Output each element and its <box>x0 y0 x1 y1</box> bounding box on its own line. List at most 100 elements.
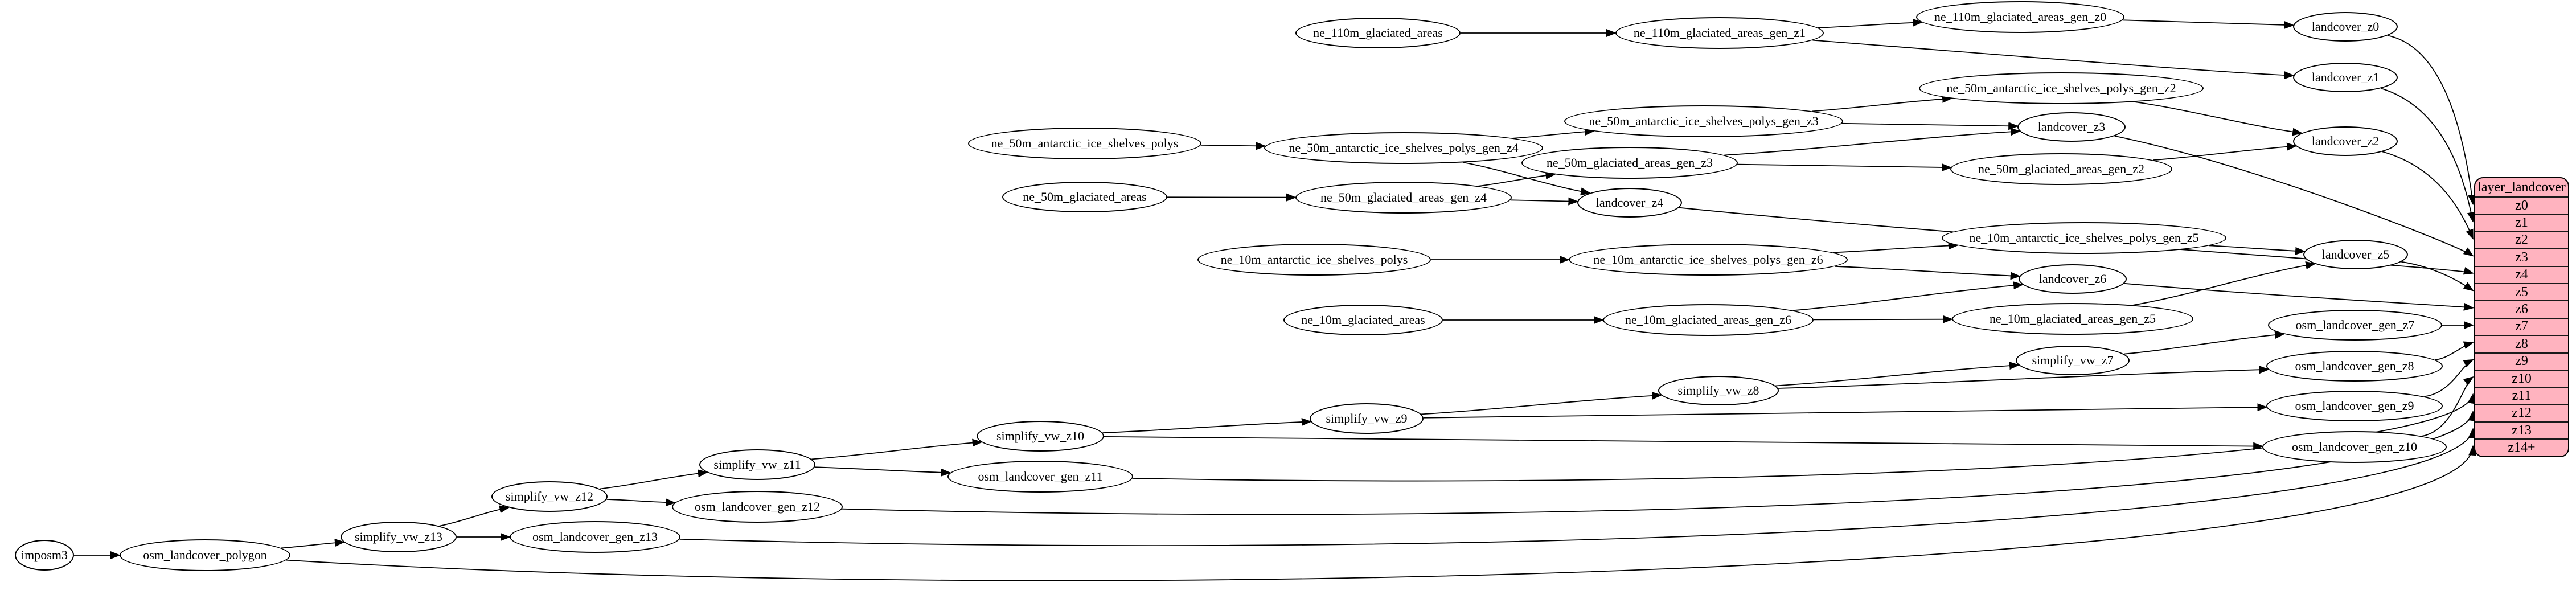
edge-simplify_vw_z11-to-simplify_vw_z10 <box>811 438 983 460</box>
table-row-z3: z3 <box>2475 248 2568 265</box>
node-landcover_z2: landcover_z2 <box>2293 126 2398 156</box>
edge-landcover_z6-to-layer_landcover-z6 <box>2124 282 2474 311</box>
edge-simplify_vw_z8-to-osm_landcover_gen_z8 <box>1778 366 2270 389</box>
edge-ne_50m_glaciated_areas_gen_z3-to-landcover_z3 <box>1724 128 2021 156</box>
edge-ne_50m_antarctic_ice_shelves_polys_gen_z4-to-landcover_z4 <box>1463 162 1591 196</box>
table-row-z12: z12 <box>2475 404 2568 421</box>
edge-ne_10m_antarctic_ice_shelves_polys_gen_z6-to-landcover_z6 <box>1835 265 2021 280</box>
edge-simplify_vw_z10-to-simplify_vw_z9 <box>1102 417 1312 433</box>
edge-simplify_vw_z8-to-simplify_vw_z7 <box>1775 362 2020 387</box>
edge-ne_110m_glaciated_areas_gen_z0-to-landcover_z0 <box>2122 19 2295 29</box>
edge-ne_50m_antarctic_ice_shelves_polys_gen_z3-to-ne_50m_antarctic_ice_shelves_polys_gen_z2 <box>1812 95 1953 112</box>
node-landcover_z1: landcover_z1 <box>2293 63 2398 92</box>
table-row-z2: z2 <box>2475 231 2568 248</box>
node-landcover_z6: landcover_z6 <box>2019 264 2127 294</box>
edge-ne_50m_antarctic_ice_shelves_polys-to-ne_50m_antarctic_ice_shelves_polys_gen_z4 <box>1200 142 1266 150</box>
node-osm_landcover_gen_z12: osm_landcover_gen_z12 <box>672 491 843 523</box>
node-ne_50m_antarctic_ice_shelves_polys_gen_z4: ne_50m_antarctic_ice_shelves_polys_gen_z… <box>1264 132 1543 164</box>
table-row-z8: z8 <box>2475 335 2568 352</box>
edge-ne_10m_glaciated_areas_gen_z5-to-landcover_z5 <box>2133 261 2316 306</box>
edge-simplify_vw_z13-to-simplify_vw_z12 <box>439 505 510 527</box>
edge-ne_110m_glaciated_areas_gen_z1-to-landcover_z1 <box>1812 39 2295 80</box>
node-simplify_vw_z10: simplify_vw_z10 <box>977 421 1104 452</box>
node-ne_10m_antarctic_ice_shelves_polys: ne_10m_antarctic_ice_shelves_polys <box>1197 244 1431 276</box>
edge-landcover_z4-to-layer_landcover-z4 <box>1679 207 2474 275</box>
edge-osm_landcover_polygon-to-simplify_vw_z13 <box>281 539 345 549</box>
edge-ne_10m_glaciated_areas_gen_z6-to-ne_10m_glaciated_areas_gen_z5 <box>1813 315 1954 323</box>
table-title: layer_landcover <box>2477 179 2566 195</box>
node-osm_landcover_gen_z11: osm_landcover_gen_z11 <box>947 461 1133 493</box>
table-row-z0: z0 <box>2475 196 2568 214</box>
node-landcover_z4: landcover_z4 <box>1577 188 1682 218</box>
table-row-z4: z4 <box>2475 265 2568 283</box>
edge-ne_50m_glaciated_areas_gen_z2-to-landcover_z2 <box>2152 142 2298 161</box>
node-simplify_vw_z13: simplify_vw_z13 <box>341 522 457 552</box>
table-row-z13: z13 <box>2475 421 2568 438</box>
edge-osm_landcover_gen_z13-to-layer_landcover-z13 <box>679 428 2476 546</box>
edge-ne_50m_glaciated_areas_gen_z4-to-landcover_z4 <box>1510 197 1579 206</box>
edge-simplify_vw_z12-to-simplify_vw_z11 <box>600 469 708 490</box>
node-ne_50m_antarctic_ice_shelves_polys_gen_z2: ne_50m_antarctic_ice_shelves_polys_gen_z… <box>1919 72 2204 104</box>
node-ne_50m_glaciated_areas_gen_z4: ne_50m_glaciated_areas_gen_z4 <box>1295 182 1512 214</box>
table-row-z10: z10 <box>2475 369 2568 387</box>
node-landcover_z5: landcover_z5 <box>2303 240 2408 269</box>
node-osm_landcover_gen_z7: osm_landcover_gen_z7 <box>2268 310 2442 341</box>
node-ne_10m_antarctic_ice_shelves_polys_gen_z5: ne_10m_antarctic_ice_shelves_polys_gen_z… <box>1942 222 2226 254</box>
node-landcover_z0: landcover_z0 <box>2293 12 2398 42</box>
node-osm_landcover_gen_z13: osm_landcover_gen_z13 <box>510 521 680 553</box>
edge-osm_landcover_gen_z10-to-layer_landcover-z10 <box>2422 376 2474 437</box>
edge-ne_110m_glaciated_areas_gen_z1-to-ne_110m_glaciated_areas_gen_z0 <box>1818 18 1923 28</box>
node-osm_landcover_gen_z10: osm_landcover_gen_z10 <box>2262 431 2447 463</box>
edge-ne_10m_antarctic_ice_shelves_polys_gen_z6-to-ne_10m_antarctic_ice_shelves_polys_gen_z5 <box>1832 241 1959 253</box>
node-simplify_vw_z7: simplify_vw_z7 <box>2016 346 2130 375</box>
node-simplify_vw_z9: simplify_vw_z9 <box>1310 403 1424 434</box>
table-row-z1: z1 <box>2475 214 2568 231</box>
edge-simplify_vw_z7-to-osm_landcover_gen_z7 <box>2124 331 2286 355</box>
edge-osm_landcover_polygon-to-layer_landcover-z14+ <box>286 445 2477 581</box>
edge-ne_50m_glaciated_areas_gen_z4-to-ne_50m_glaciated_areas_gen_z3 <box>1478 171 1556 187</box>
node-osm_landcover_gen_z9: osm_landcover_gen_z9 <box>2266 391 2443 421</box>
node-simplify_vw_z8: simplify_vw_z8 <box>1658 376 1779 405</box>
edge-simplify_vw_z11-to-osm_landcover_gen_z11 <box>814 466 951 477</box>
node-ne_50m_glaciated_areas: ne_50m_glaciated_areas <box>1002 182 1167 212</box>
edge-simplify_vw_z10-to-osm_landcover_gen_z10 <box>1104 436 2264 450</box>
edge-osm_landcover_gen_z9-to-layer_landcover-z9 <box>2424 359 2474 397</box>
edge-landcover_z5-to-layer_landcover-z5 <box>2401 261 2474 292</box>
table-row-z7: z7 <box>2475 317 2568 335</box>
node-osm_landcover_polygon: osm_landcover_polygon <box>120 539 290 571</box>
node-ne_10m_antarctic_ice_shelves_polys_gen_z6: ne_10m_antarctic_ice_shelves_polys_gen_z… <box>1569 244 1848 276</box>
edge-landcover_z3-to-layer_landcover-z3 <box>2114 135 2474 257</box>
edge-ne_10m_antarctic_ice_shelves_polys_gen_z5-to-landcover_z5 <box>2209 245 2306 255</box>
edge-ne_50m_glaciated_areas_gen_z3-to-ne_50m_glaciated_areas_gen_z2 <box>1737 163 1952 172</box>
table-row-z5: z5 <box>2475 282 2568 300</box>
table-row-z9: z9 <box>2475 352 2568 370</box>
edge-ne_50m_antarctic_ice_shelves_polys_gen_z3-to-landcover_z3 <box>1841 122 2019 130</box>
table-row-z11: z11 <box>2475 387 2568 404</box>
edge-landcover_z1-to-layer_landcover-z1 <box>2381 88 2475 223</box>
node-ne_10m_glaciated_areas: ne_10m_glaciated_areas <box>1283 305 1443 335</box>
node-simplify_vw_z12: simplify_vw_z12 <box>491 481 608 512</box>
node-ne_10m_glaciated_areas_gen_z6: ne_10m_glaciated_areas_gen_z6 <box>1603 304 1814 336</box>
table-row-z14+: z14+ <box>2475 438 2568 456</box>
edge-ne_10m_glaciated_areas_gen_z6-to-landcover_z6 <box>1792 281 2024 311</box>
edge-landcover_z0-to-layer_landcover-z0 <box>2387 35 2476 206</box>
edge-osm_landcover_gen_z11-to-layer_landcover-z11 <box>1133 393 2476 482</box>
edge-osm_landcover_gen_z8-to-layer_landcover-z8 <box>2435 341 2474 360</box>
node-ne_50m_glaciated_areas_gen_z3: ne_50m_glaciated_areas_gen_z3 <box>1521 147 1738 179</box>
node-ne_50m_antarctic_ice_shelves_polys: ne_50m_antarctic_ice_shelves_polys <box>968 128 1201 159</box>
node-osm_landcover_gen_z8: osm_landcover_gen_z8 <box>2266 351 2443 382</box>
edge-simplify_vw_z9-to-simplify_vw_z8 <box>1421 391 1663 415</box>
edge-ne_50m_antarctic_ice_shelves_polys_gen_z2-to-landcover_z2 <box>2134 101 2303 136</box>
edge-simplify_vw_z9-to-osm_landcover_gen_z9 <box>1423 403 2268 419</box>
node-ne_110m_glaciated_areas_gen_z0: ne_110m_glaciated_areas_gen_z0 <box>1916 1 2124 33</box>
node-ne_50m_glaciated_areas_gen_z2: ne_50m_glaciated_areas_gen_z2 <box>1950 153 2172 185</box>
node-ne_10m_glaciated_areas_gen_z5: ne_10m_glaciated_areas_gen_z5 <box>1952 303 2193 335</box>
node-simplify_vw_z11: simplify_vw_z11 <box>699 449 815 480</box>
node-landcover_z3: landcover_z3 <box>2017 112 2126 142</box>
node-ne_110m_glaciated_areas: ne_110m_glaciated_areas <box>1295 18 1461 48</box>
